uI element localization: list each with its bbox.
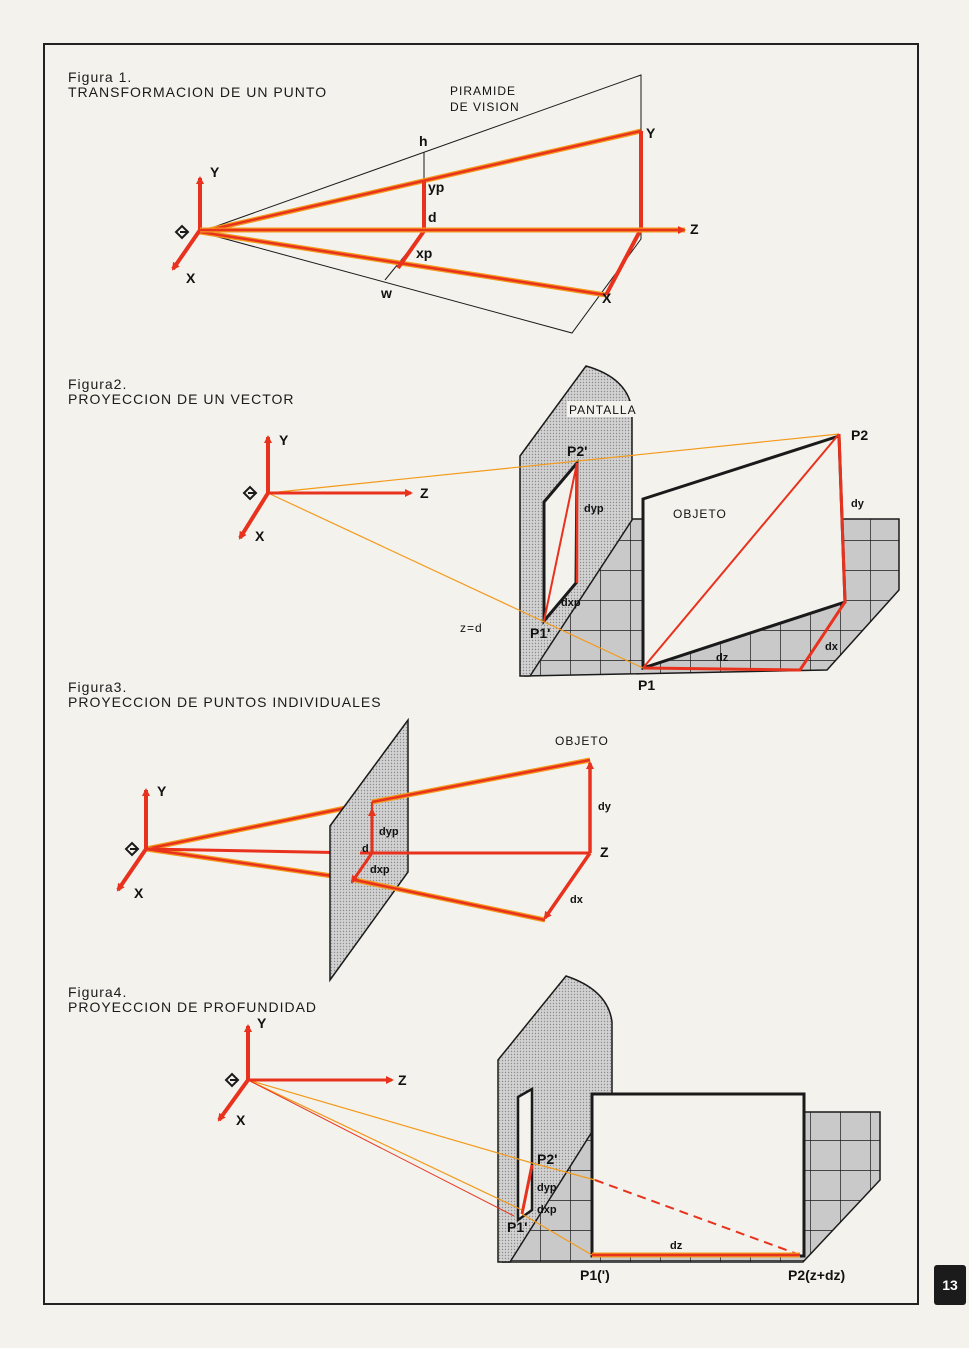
figure2-axes (238, 435, 413, 540)
figure3-dx-label: dx (570, 894, 584, 906)
figure2-caption-number: Figura2. (68, 376, 128, 392)
figure2-p1-label: P1 (638, 677, 655, 693)
figure2-dz-label: dz (716, 652, 729, 664)
figure4-z-axis-label: Z (398, 1072, 407, 1088)
figure1-d-label: d (428, 209, 437, 225)
figure4-eye-icon (224, 1072, 240, 1088)
figure4-p1-label: P1(') (580, 1267, 610, 1283)
figure1-yp-label: yp (428, 179, 444, 195)
figure4-caption-number: Figura4. (68, 984, 128, 1000)
figure4-dz-label: dz (670, 1240, 683, 1252)
figure1-pyramid-label-2: DE VISION (450, 100, 520, 114)
figure1-y-axis-label: Y (210, 164, 220, 180)
figure2-pantalla-box (567, 401, 643, 417)
figure2-p1-prime-label: P1' (530, 625, 550, 641)
figure1-caption-number: Figura 1. (68, 69, 133, 85)
figure2-p2-label: P2 (851, 427, 868, 443)
figure1-x-axis-label: X (186, 270, 196, 286)
figure4-y-axis-label: Y (257, 1015, 267, 1031)
figure4-p2-label: P2(z+dz) (788, 1267, 845, 1283)
figure3-dxp-label: dxp (370, 864, 390, 876)
figure2-x-axis-label: X (255, 528, 265, 544)
figure2-p2-prime-label: P2' (567, 443, 587, 459)
figure3-dy-label: dy (598, 801, 612, 813)
figure1-z-axis-label: Z (690, 221, 699, 237)
figure3-y-axis-label: Y (157, 783, 167, 799)
figure2-caption: Figura2. PROYECCION DE UN VECTOR (68, 377, 295, 407)
vision-pyramid (198, 74, 642, 334)
figure3-caption-title: PROYECCION DE PUNTOS INDIVIDUALES (68, 694, 382, 710)
figure1-xp-label: xp (416, 245, 432, 261)
figure4-dxp-label: dxp (537, 1204, 557, 1216)
figure4-dyp-label: dyp (537, 1182, 557, 1194)
figure2-pantalla-label: PANTALLA (569, 403, 637, 417)
figure4-object (590, 1092, 806, 1258)
figure3-rays-front (350, 757, 594, 923)
figure4-p1-prime-label: P1' (507, 1219, 527, 1235)
figure4-x-axis-label: X (236, 1112, 246, 1128)
figure3: Y X Z d dyp dxp OBJETO dy dx (116, 717, 612, 983)
figure1-w-label: w (380, 285, 392, 301)
figure3-eye-icon (124, 841, 140, 857)
figure3-axes (116, 788, 150, 892)
figure1-far-y-label: Y (646, 125, 656, 141)
figure4-p2-prime-label: P2' (537, 1151, 557, 1167)
figure3-objeto-label: OBJETO (555, 734, 609, 748)
figure2-y-axis-label: Y (279, 432, 289, 448)
figure3-screen (329, 717, 409, 983)
figure2-dx-label: dx (825, 641, 839, 653)
figure2-dy-label: dy (851, 498, 865, 510)
figure1-eye-icon (174, 224, 190, 240)
figure1-caption: Figura 1. TRANSFORMACION DE UN PUNTO (68, 70, 327, 100)
figure2-eye-icon (242, 485, 258, 501)
figure4-rays (247, 1079, 801, 1258)
figure2-rays (267, 433, 847, 672)
figure1-h-label: h (419, 133, 428, 149)
figure2-z-axis-label: Z (420, 485, 429, 501)
page-number: 13 (934, 1265, 966, 1305)
figure2-dxp-label: dxp (561, 597, 581, 609)
figure3-z-label: Z (600, 844, 609, 860)
figure1: PIRAMIDE DE VISION Y X Z h w d yp xp Y X (171, 74, 699, 334)
figure3-caption: Figura3. PROYECCION DE PUNTOS INDIVIDUAL… (68, 680, 382, 710)
figure3-rays-back (145, 802, 361, 883)
figure4-caption-title: PROYECCION DE PROFUNDIDAD (68, 999, 318, 1015)
figure1-caption-title: TRANSFORMACION DE UN PUNTO (68, 84, 328, 100)
figure3-dyp-label: dyp (379, 826, 399, 838)
figure3-caption-number: Figura3. (68, 679, 128, 695)
figure4-caption: Figura4. PROYECCION DE PROFUNDIDAD (68, 985, 317, 1015)
figure2: PANTALLA Y X Z P2' dyp dxp P (238, 365, 900, 693)
figure1-far-x-label: X (602, 290, 612, 306)
figure1-projection-rays (199, 128, 643, 298)
figure3-x-axis-label: X (134, 885, 144, 901)
figure1-axes (171, 176, 686, 271)
figure2-dyp-label: dyp (584, 503, 604, 515)
figure2-objeto-label: OBJETO (673, 507, 727, 521)
figure4-axes (217, 1024, 394, 1122)
figure2-zd-label: z=d (460, 621, 483, 635)
figure4: Y X Z P2' dyp dxp P1' dz P1(') P2(z+dz) (217, 975, 881, 1283)
page-frame (43, 43, 919, 1305)
figure1-pyramid-label-1: PIRAMIDE (450, 84, 516, 98)
figure3-d-label: d (362, 843, 369, 855)
figure2-caption-title: PROYECCION DE UN VECTOR (68, 391, 295, 407)
